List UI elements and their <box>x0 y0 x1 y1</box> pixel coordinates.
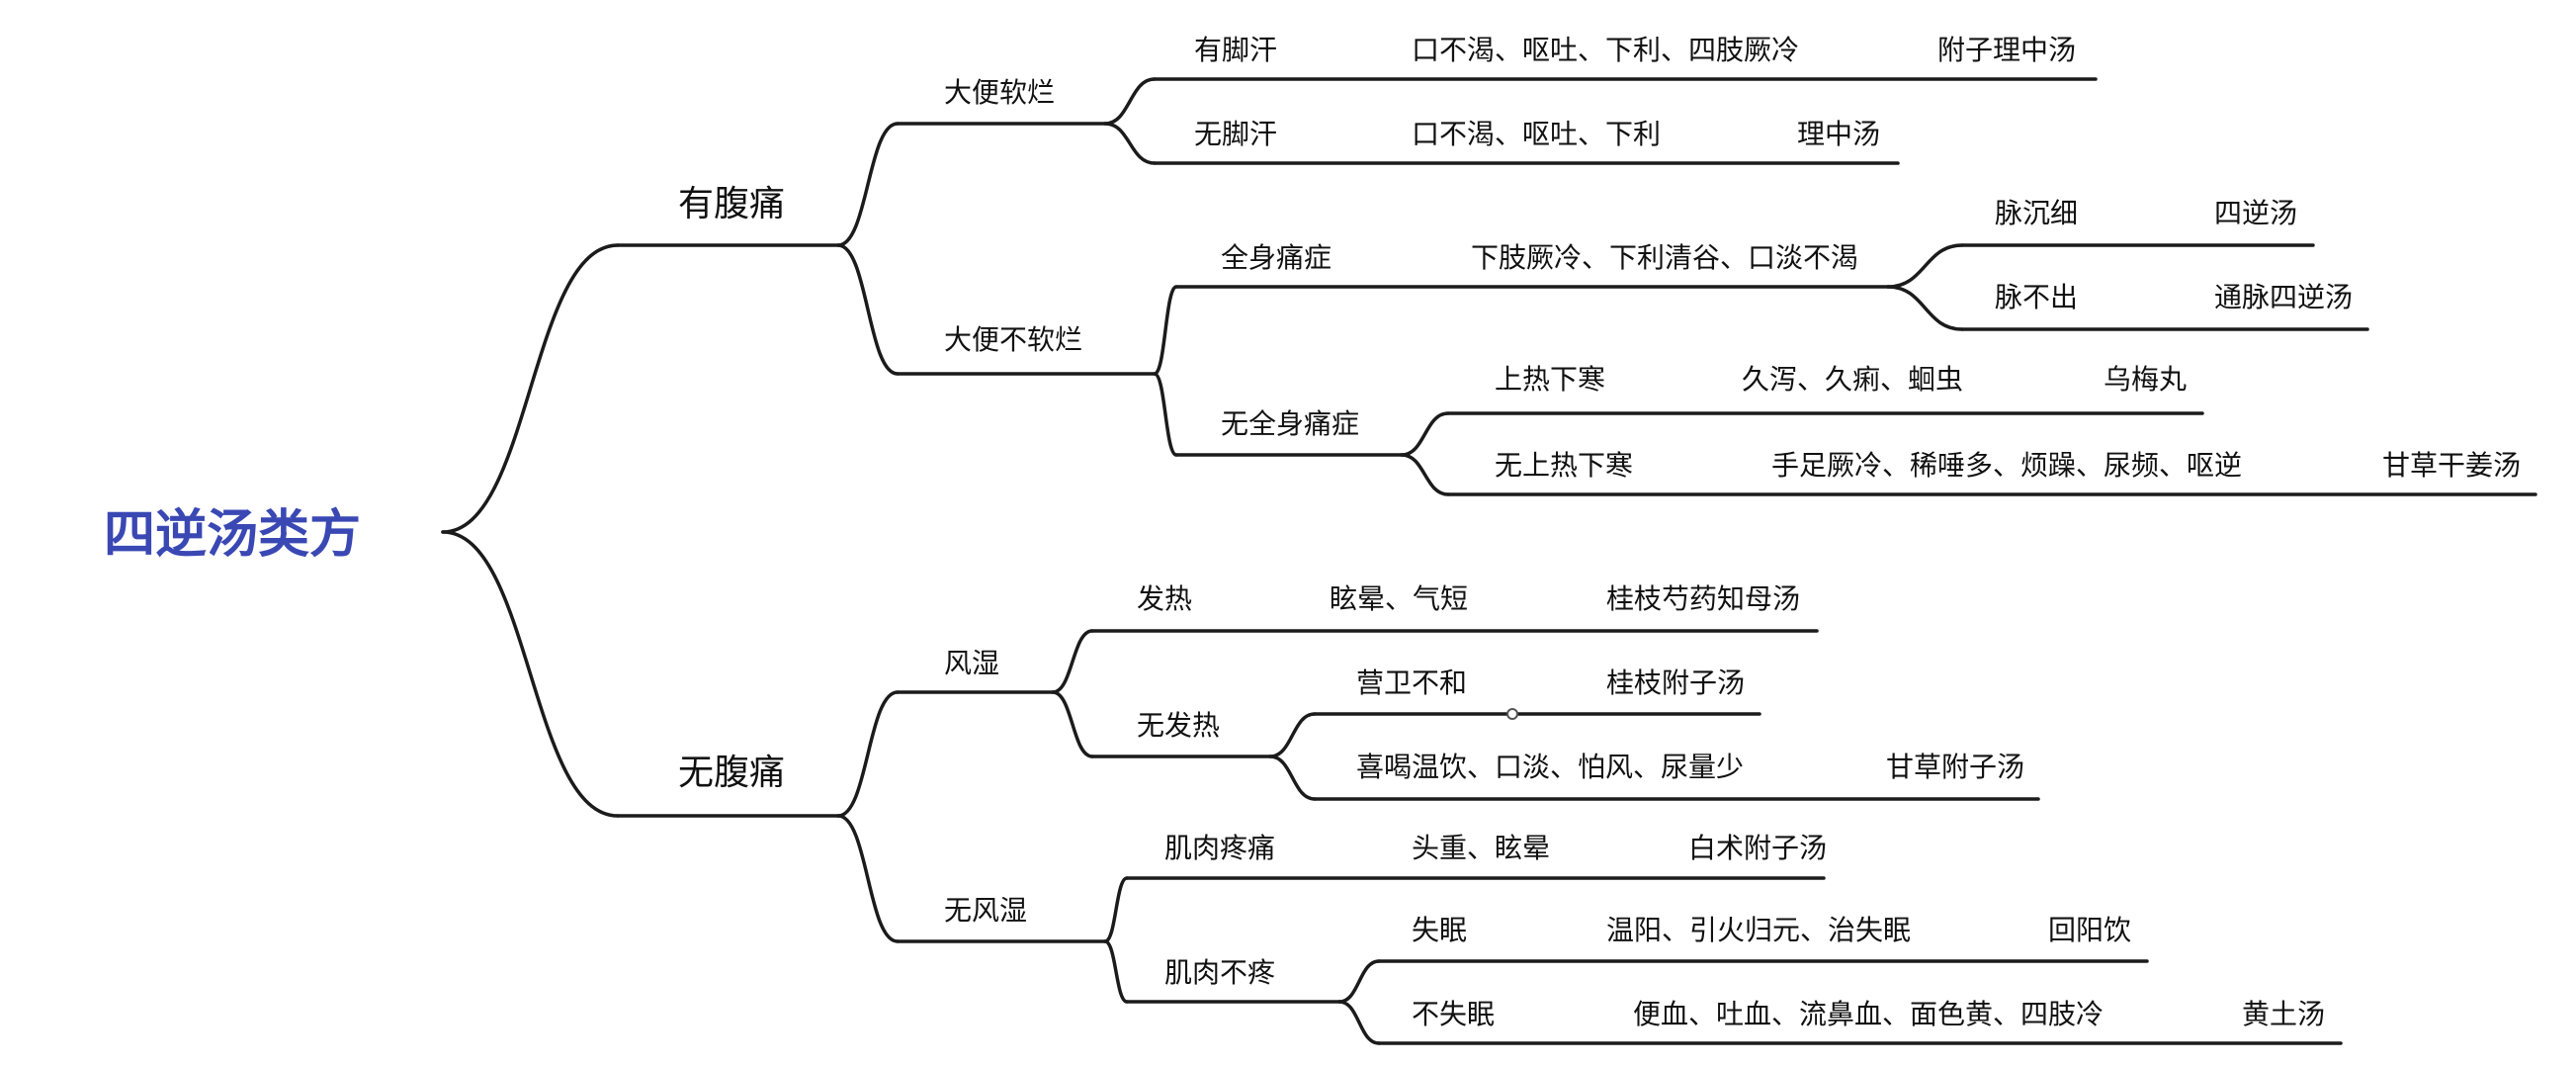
connector-n22 <box>836 814 900 943</box>
node-label-n2221: 失眠 <box>1412 914 1467 946</box>
node-label-n1: 有腹痛 <box>678 184 785 224</box>
connector-n222 <box>1103 939 1129 1004</box>
node-label-n121121: 通脉四逆汤 <box>2214 281 2353 313</box>
node-label-n21211: 桂枝附子汤 <box>1606 666 1745 699</box>
connector-n12112 <box>1886 285 1964 331</box>
node-label-n222111: 回阳饮 <box>2048 914 2131 946</box>
connector-n2122 <box>1268 755 1317 801</box>
connector-n221 <box>1103 876 1129 943</box>
node-label-n22: 无风湿 <box>944 894 1027 927</box>
root-title: 四逆汤类方 <box>104 505 361 565</box>
node-label-n222: 肌肉不疼 <box>1164 956 1275 989</box>
connector-lines <box>441 77 2537 1045</box>
node-label-n1111: 口不渴、呕吐、下利、四肢厥冷 <box>1412 34 1799 66</box>
node-label-n122111: 乌梅丸 <box>2104 363 2187 396</box>
connector-n2121 <box>1268 712 1317 758</box>
node-label-n111: 有脚汗 <box>1194 34 1277 66</box>
node-label-n1121: 口不渴、呕吐、下利 <box>1412 118 1661 150</box>
node-label-n2222: 不失眠 <box>1412 998 1495 1030</box>
node-label-n21221: 甘草附子汤 <box>1886 751 2024 783</box>
node-label-n1211: 下肢厥冷、下利清谷、口淡不渴 <box>1471 241 1858 274</box>
node-label-n12211: 久泻、久痢、蛔虫 <box>1742 363 1963 396</box>
node-label-n1221: 上热下寒 <box>1495 363 1605 396</box>
connector-n12 <box>836 243 900 376</box>
node-label-n22111: 白术附子汤 <box>1688 832 1827 864</box>
node-label-n212: 无发热 <box>1137 709 1220 742</box>
connector-n11 <box>836 122 900 247</box>
node-label-n22221: 便血、吐血、流鼻血、面色黄、四肢冷 <box>1633 998 2104 1030</box>
node-label-n22211: 温阳、引火归元、治失眠 <box>1606 914 1911 946</box>
node-label-n122: 无全身痛症 <box>1221 407 1359 440</box>
connector-n1 <box>441 243 620 534</box>
connector-n2 <box>441 530 620 818</box>
connector-n112 <box>1103 122 1157 165</box>
connector-n121 <box>1153 285 1178 376</box>
connector-n2222 <box>1337 1000 1381 1045</box>
node-label-n21111: 桂枝芍药知母汤 <box>1606 582 1800 615</box>
node-label-n2211: 头重、眩晕 <box>1412 832 1550 864</box>
node-label-n12: 大便不软烂 <box>944 323 1082 356</box>
node-label-n2122: 喜喝温饮、口淡、怕风、尿量少 <box>1356 751 1744 783</box>
node-label-n11211: 理中汤 <box>1797 118 1880 150</box>
junction-dot <box>1506 708 1518 720</box>
node-label-n121: 全身痛症 <box>1221 241 1331 274</box>
connector-n12111 <box>1886 243 1964 289</box>
connector-n1222 <box>1400 453 1450 496</box>
connector-n21 <box>836 690 900 818</box>
node-label-n121111: 四逆汤 <box>2214 197 2297 229</box>
connector-n212 <box>1051 690 1094 758</box>
node-label-n12221: 手足厥冷、稀唾多、烦躁、尿频、呕逆 <box>1771 449 2242 482</box>
node-label-n122211: 甘草干姜汤 <box>2382 449 2521 482</box>
node-label-n2111: 眩晕、气短 <box>1330 582 1468 615</box>
node-label-n21: 风湿 <box>944 647 999 679</box>
connector-n111 <box>1103 77 1157 126</box>
connector-n211 <box>1051 629 1094 694</box>
node-label-n12112: 脉不出 <box>1995 281 2078 313</box>
node-label-n11111: 附子理中汤 <box>1937 34 2076 66</box>
node-label-n2: 无腹痛 <box>678 753 785 793</box>
connector-n122 <box>1153 372 1178 457</box>
node-label-n222211: 黄土汤 <box>2242 998 2325 1030</box>
node-label-n2121: 营卫不和 <box>1356 666 1467 699</box>
node-label-n11: 大便软烂 <box>944 76 1055 109</box>
node-label-n12111: 脉沉细 <box>1995 197 2078 229</box>
node-label-n221: 肌肉疼痛 <box>1164 832 1275 864</box>
node-label-n112: 无脚汗 <box>1194 118 1277 150</box>
connector-n1221 <box>1400 411 1450 457</box>
node-label-n211: 发热 <box>1137 582 1192 615</box>
node-label-n1222: 无上热下寒 <box>1495 449 1633 482</box>
connector-n2221 <box>1337 959 1381 1004</box>
